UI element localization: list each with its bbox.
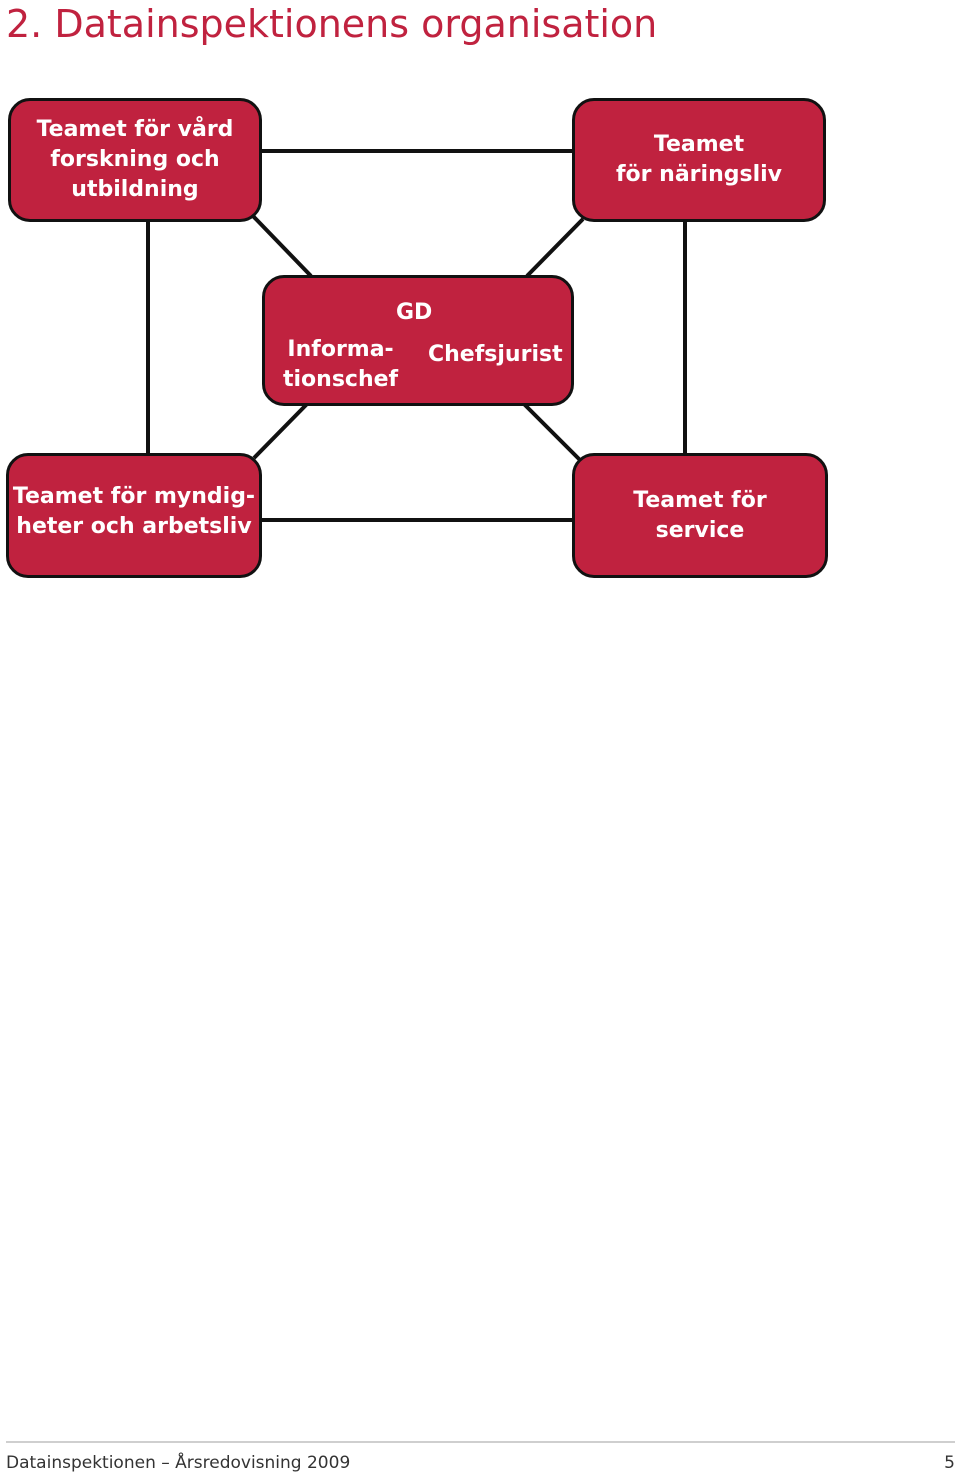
management-box: GD Informa- tionschef Chefsjurist bbox=[262, 275, 574, 406]
footer-publication-title: Datainspektionen – Årsredovisning 2009 bbox=[6, 1453, 351, 1473]
team-box-care-research-education: Teamet för vård forskning och utbildning bbox=[8, 98, 262, 222]
information-officer-label: Informa- tionschef bbox=[283, 337, 399, 392]
org-chart-connectors bbox=[146, 149, 687, 522]
connector-center-top-right bbox=[525, 217, 585, 278]
team-label-authorities-working-life: Teamet för myndig- heter och arbetsliv bbox=[12, 483, 256, 539]
page-number: 5 bbox=[944, 1453, 955, 1473]
connector-center-bottom-right bbox=[522, 402, 584, 464]
org-chart: Teamet för vård forskning och utbildning… bbox=[0, 0, 960, 600]
team-label-service: Teamet för service bbox=[633, 487, 767, 543]
team-box-authorities-working-life: Teamet för myndig- heter och arbetsliv bbox=[6, 453, 262, 578]
team-label-business: Teamet för näringsliv bbox=[615, 132, 783, 187]
team-box-business: Teamet för näringsliv bbox=[572, 98, 826, 222]
connector-center-top-left bbox=[251, 214, 313, 278]
team-box-service: Teamet för service bbox=[572, 453, 828, 578]
team-label-care-research-education: Teamet för vård forskning och utbildning bbox=[36, 117, 234, 202]
page-title: 2. Datainspektionens organisation bbox=[6, 2, 658, 46]
connector-center-bottom-left bbox=[252, 402, 309, 460]
gd-label: GD bbox=[396, 300, 433, 325]
footer-divider bbox=[6, 1441, 955, 1443]
chief-legal-officer-label: Chefsjurist bbox=[428, 342, 563, 367]
